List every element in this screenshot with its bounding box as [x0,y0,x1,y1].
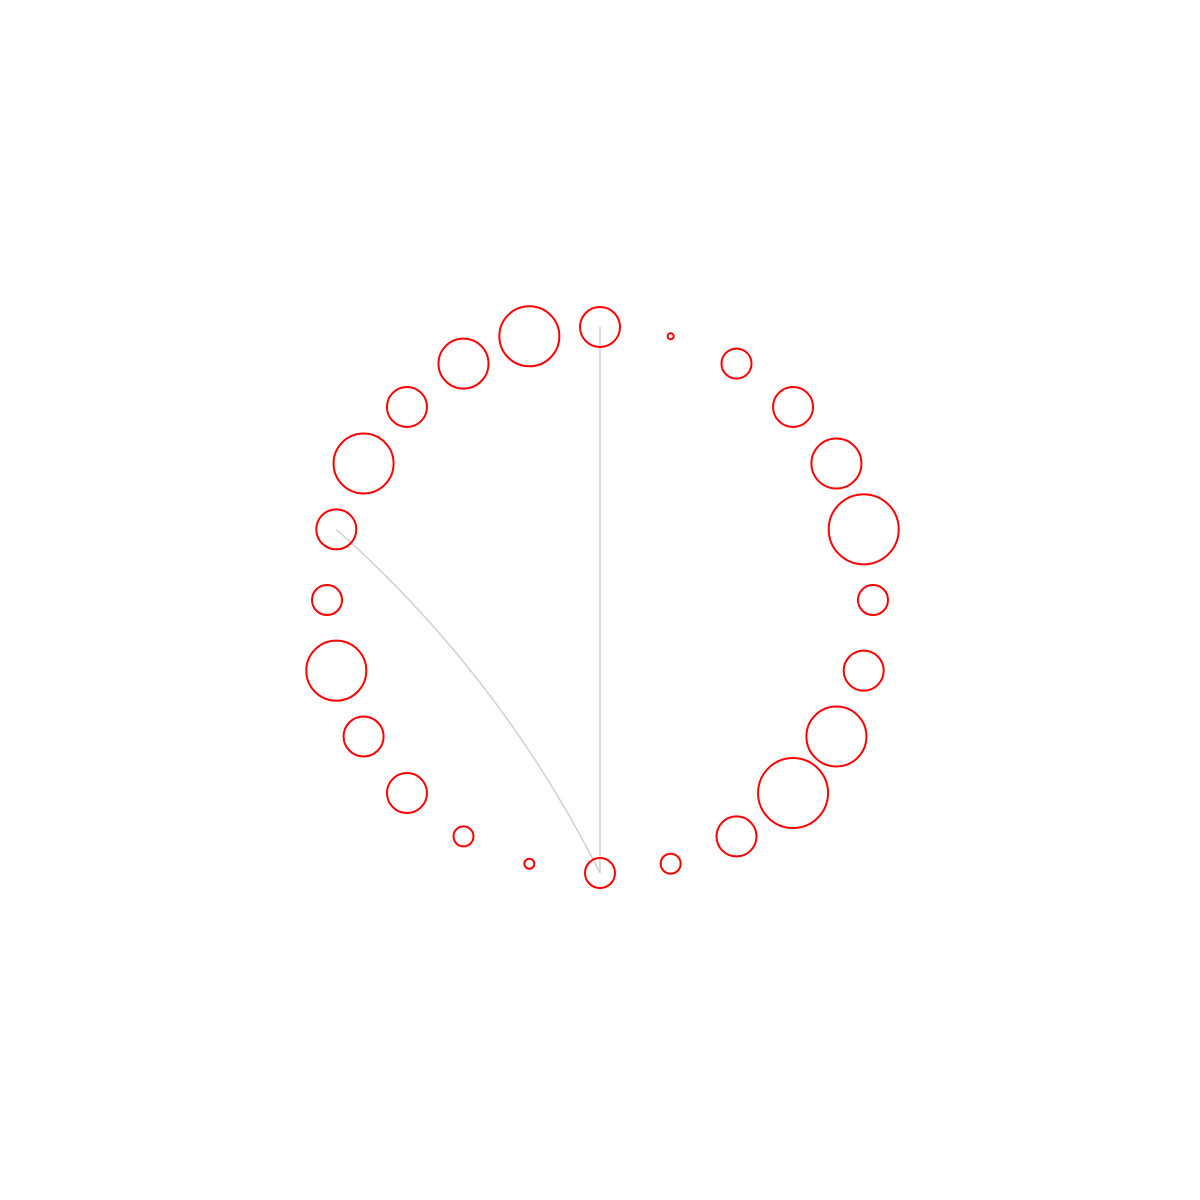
network-node-22 [452,825,475,848]
network-node-6 [857,584,889,616]
edges-layer [335,327,601,874]
network-node-18 [311,584,343,616]
network-node-10 [720,347,753,380]
network-node-3 [757,757,830,830]
network-node-1 [659,852,682,875]
network-node-5 [842,649,885,692]
network-node-17 [315,508,358,551]
network-node-7 [827,493,900,566]
network-node-14 [437,337,490,390]
network-node-23 [523,857,536,870]
network-node-8 [810,437,863,490]
network-node-15 [385,385,428,428]
network-node-0 [584,857,616,889]
network-node-4 [805,705,868,768]
edge-0-17 [335,528,601,874]
network-node-12 [579,306,621,348]
network-node-13 [498,305,561,368]
network-node-20 [342,715,385,758]
network-node-11 [666,332,675,341]
network-node-9 [772,385,815,428]
network-node-21 [385,772,428,815]
network-node-2 [715,815,758,858]
nodes-layer [305,305,900,889]
network-node-16 [332,432,395,495]
network-node-19 [305,639,368,702]
